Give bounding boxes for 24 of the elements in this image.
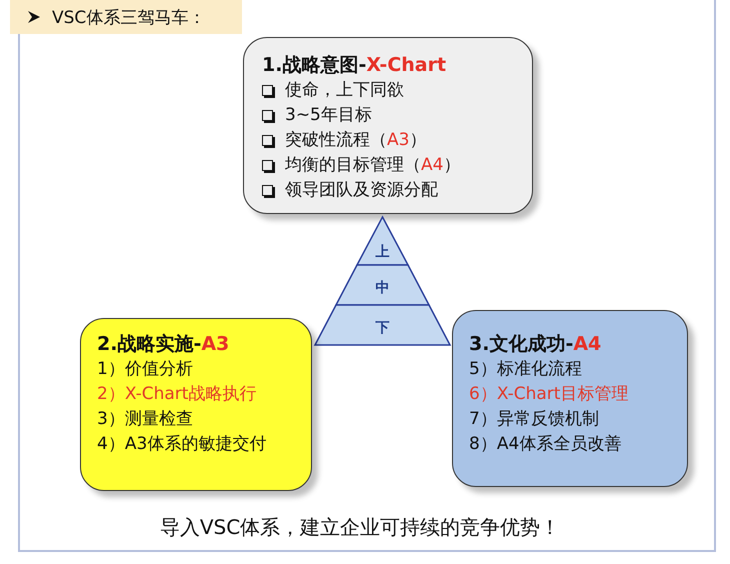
pyramid-level-label: 下 xyxy=(376,319,390,337)
list-item: 均衡的目标管理（A4） xyxy=(285,154,460,177)
card-heading: 3.文化成功-A4 xyxy=(469,332,602,357)
list-item: 6）X-Chart目标管理 xyxy=(469,383,628,406)
pyramid-level-label: 中 xyxy=(376,279,390,297)
card-heading: 1.战略意图-X-Chart xyxy=(262,53,448,78)
pyramid-level-label: 上 xyxy=(376,243,390,261)
card-heading: 2.战略实施-A3 xyxy=(97,332,230,357)
list-item: 领导团队及资源分配 xyxy=(285,179,438,202)
list-item: 7）异常反馈机制 xyxy=(469,408,599,431)
slogan-text: 导入VSC体系，建立企业可持续的竞争优势！ xyxy=(158,514,562,541)
info-card xyxy=(80,318,312,491)
list-item: 1）价值分析 xyxy=(97,358,193,381)
list-item: 3）测量检查 xyxy=(97,408,193,431)
list-item: 3~5年目标 xyxy=(285,104,372,127)
list-item: 2）X-Chart战略执行 xyxy=(97,383,256,406)
list-item: 4）A3体系的敏捷交付 xyxy=(97,433,266,456)
list-item: 5）标准化流程 xyxy=(469,358,582,381)
title: VSC体系三驾马车： xyxy=(52,6,206,28)
info-card xyxy=(243,37,533,214)
list-item: 8）A4体系全员改善 xyxy=(469,433,622,456)
list-item: 突破性流程（A3） xyxy=(285,129,426,152)
info-card xyxy=(452,310,688,487)
list-item: 使命，上下同欲 xyxy=(285,79,404,102)
